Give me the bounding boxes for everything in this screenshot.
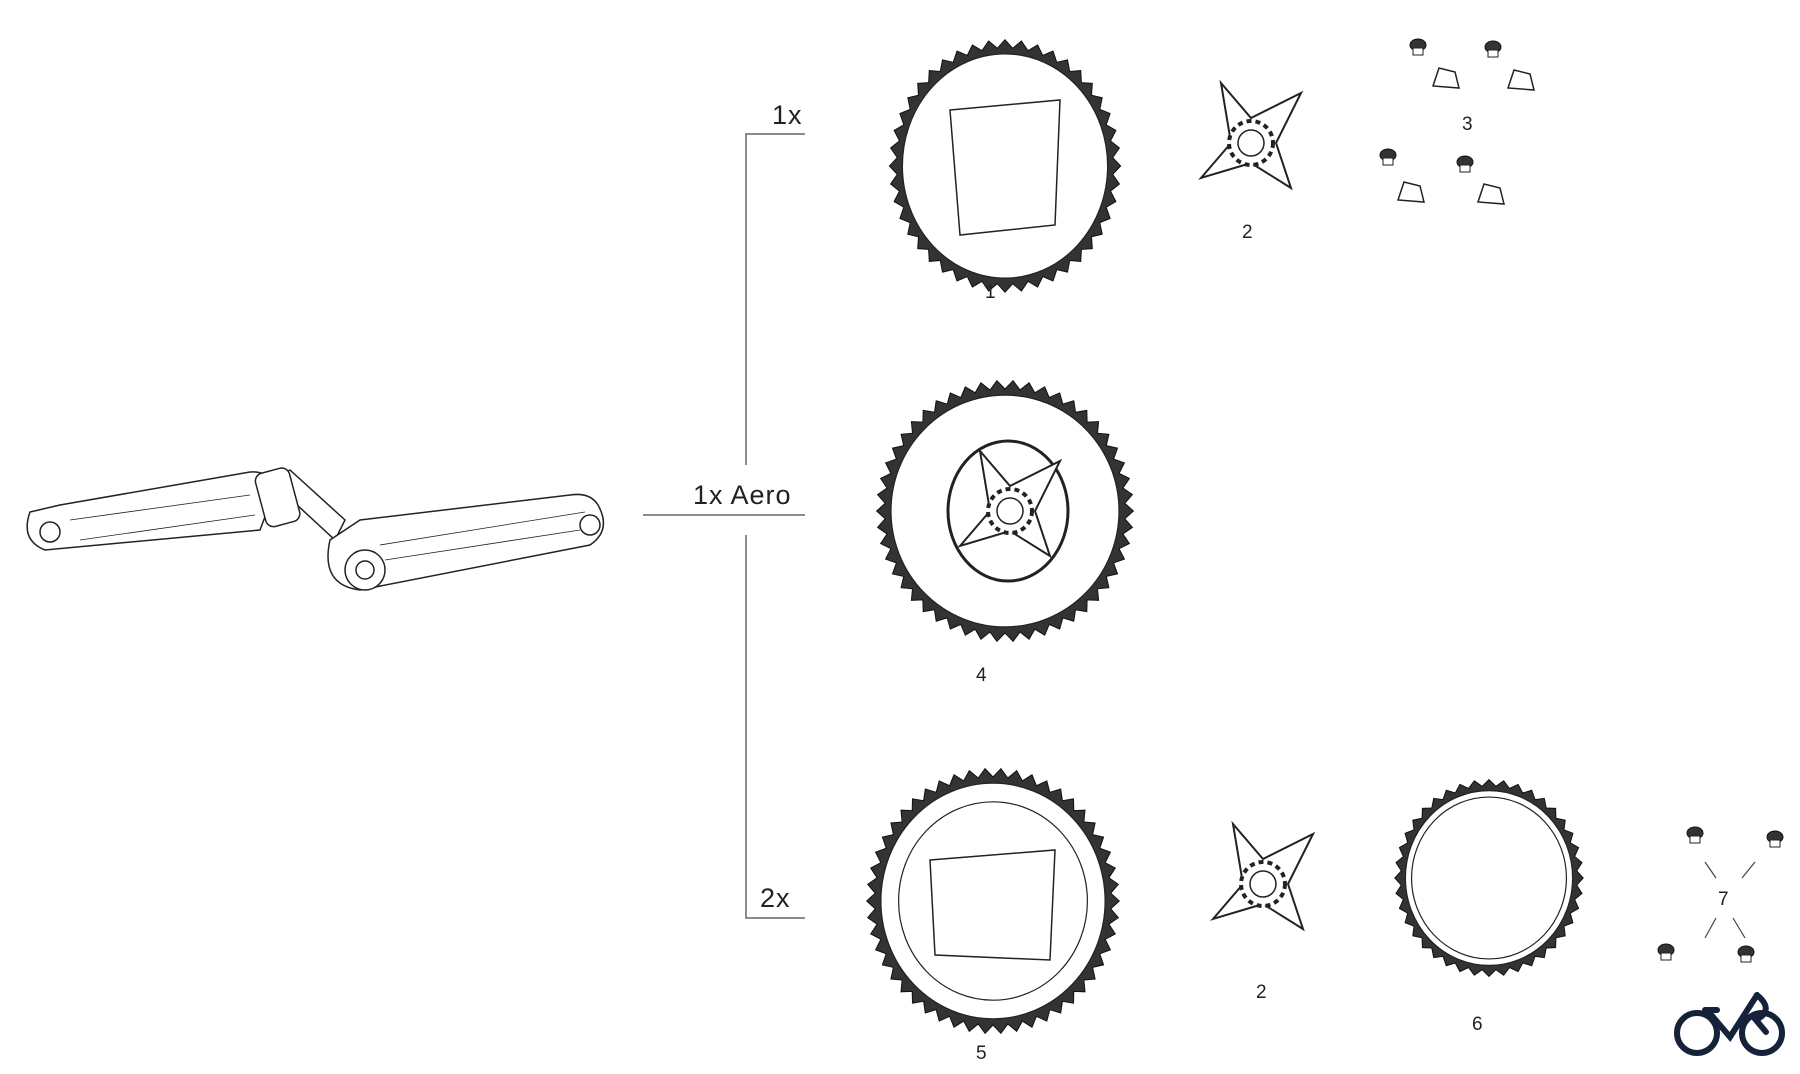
nut-icon	[1396, 181, 1425, 203]
aero-spider	[957, 447, 1063, 559]
spider-2x	[1210, 820, 1316, 932]
bracket-2x	[745, 535, 805, 919]
spider	[1198, 79, 1304, 191]
nut-icon	[1431, 67, 1460, 89]
part-number: 7	[1718, 889, 1729, 910]
bolt-icon	[1737, 945, 1755, 963]
bolt-icon	[1686, 826, 1704, 844]
chainring-2x-inner	[1394, 778, 1584, 978]
part-number: 4	[976, 665, 987, 686]
bolt-icon	[1456, 155, 1474, 173]
bolt-icon	[1409, 38, 1427, 56]
bolt-icon	[1484, 40, 1502, 58]
nut-icon	[1506, 69, 1535, 91]
part-number: 1	[985, 282, 996, 303]
chainring-2x-outer	[865, 767, 1121, 1035]
crankset-drawing	[26, 467, 605, 591]
part-number: 3	[1462, 114, 1473, 135]
bracket-lines	[643, 133, 805, 919]
branch-label-1x: 1x	[772, 100, 803, 130]
part-number: 5	[976, 1043, 987, 1064]
bracket-1x	[745, 133, 805, 465]
part-number: 2	[1242, 222, 1253, 243]
chainring-1x	[888, 38, 1122, 294]
bicycle-logo-icon	[1674, 992, 1785, 1056]
branch-label-2x: 2x	[760, 883, 791, 913]
part-number: 6	[1472, 1014, 1483, 1035]
nut-icon	[1476, 183, 1505, 205]
bolt-icon	[1379, 148, 1397, 166]
bolt-icon	[1657, 943, 1675, 961]
branch-label-1x-aero: 1x Aero	[693, 480, 792, 510]
bolt-icon	[1766, 830, 1784, 848]
part-number: 2	[1256, 982, 1267, 1003]
leader-lines	[1704, 861, 1756, 939]
